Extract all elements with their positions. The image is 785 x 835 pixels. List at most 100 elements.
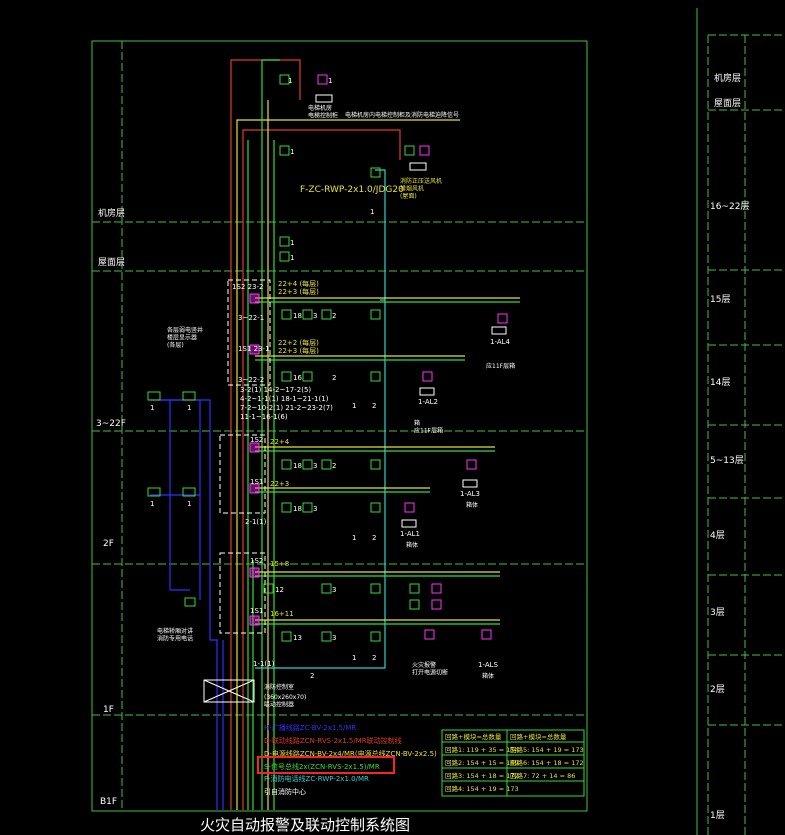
table-header: 回路+模块=总数量 [510,732,567,741]
device-count: 1 [370,208,374,216]
riser-label: 1S1 [250,478,263,486]
device-count: 1 [352,654,356,662]
count-label: 22+3 (每层) [278,346,319,355]
control-center-sub: (360x260x70)联动控制器 [264,694,306,709]
floor-label: 2F [103,539,114,549]
device-count: 18 [293,462,302,470]
panel-label: 1-AL4 [490,338,511,346]
pressurization-note: 电梯机房内电梯控制柜及消防电梯迫降信号 [345,111,459,119]
control-center-label: 消防控制室 [264,683,294,691]
floor-label: 4层 [710,530,725,541]
device-count: 2 [332,312,336,320]
highlight-box [257,756,395,774]
count-label: 22+2 (每层) [278,338,319,347]
panel-label: 1-AL3 [460,490,480,498]
floor-label: 3层 [710,607,725,618]
trunk-cables [150,59,460,810]
floor-labels-right: 机房层 屋面层 16~22层 15层 14层 5~13层 4层 3层 2层 1层 [710,72,749,821]
device-count: 2 [372,534,376,542]
panel-label: 1-AL2 [418,398,438,406]
floor-label: 2层 [710,684,725,695]
legend-line: H-广播线路ZC-BV-2x1.5/MR [264,723,356,732]
roof-equipment-label: 电梯机房电梯控制柜 [308,104,338,120]
device-count: 1 [328,77,332,85]
legend-line: D-电源线路ZCN-BV-2x4/MR(电源总线ZCN-BV-2x2.5) [264,749,437,758]
table-cell: 回路5: 154 + 19 = 173 [510,745,584,754]
count-label: 22+4 [270,438,290,446]
table-cell: 回路3: 154 + 18 = 172 [445,771,519,780]
device-count: 1 [187,500,191,508]
device-count: 12 [275,586,284,594]
legend-line: D-联动线路ZCN-RVS-2x1.5/MR联动控制线 [264,736,402,745]
device-count: 2 [332,374,336,382]
device-count: 1 [150,500,154,508]
riser-label: 1S1 23-1 [238,345,269,353]
riser-label: 1S2 [250,436,263,444]
drawing-frame [91,8,785,835]
floor-label: B1F [100,797,117,807]
panel-label: 箱应11F层箱 [414,419,443,435]
loop-label: 2-1(1) [245,518,267,526]
device-symbols [147,74,508,642]
floor-label: 屋面层 [714,98,741,109]
floor-label: 1F [103,705,114,715]
device-count: 1 [290,239,294,247]
count-label: 16+11 [270,610,294,618]
legend-line: S-信号总线2x(ZCN-RVS-2x1.5)/MR [264,762,380,771]
loop-label: 3~22-2 [238,376,264,384]
device-count: 3 [332,586,336,594]
loop-label: 3~22-1 [238,314,264,322]
cable-legend: H-广播线路ZC-BV-2x1.5/MR D-联动线路ZCN-RVS-2x1.5… [257,723,437,796]
device-count: 13 [293,634,302,642]
device-count: 16 [293,374,302,382]
device-count: 2 [372,402,376,410]
panel-label: 箱体 [466,501,478,509]
loop-assignment: 4-2~1-1(1) 18-1~21-1(1) [240,395,329,403]
riser-label: 1S1 [250,607,263,615]
floor-label: 5~13层 [710,455,744,466]
floor-label: 1层 [710,810,725,821]
device-count: 3 [313,462,317,470]
table-cell: 回路4: 154 + 19 = 173 [445,784,519,793]
loop-label: 1-1(1) [253,660,275,668]
panel-label: 1-ALS [478,661,499,669]
device-count: 1 [352,402,356,410]
loop-assignment: 3-2(1) 14-2~17-2(5) [240,386,311,394]
floor-label: 14层 [710,377,730,388]
count-label: 15+8 [270,560,289,568]
count-label: 22+3 [270,480,289,488]
floor-label: 16~22层 [710,201,749,212]
device-count: 2 [310,672,314,680]
loop-assignment: 7-2~10-2(1) 21-2~23-2(7) [240,404,333,412]
panel-label: 1-AL1 [400,530,420,538]
device-count: 1 [150,404,154,412]
summary-table: 回路+模块=总数量 回路+模块=总数量 回路1: 119 + 35 = 154 … [441,729,585,797]
device-count: 2 [372,654,376,662]
riser-label: 1S2 [250,557,263,565]
elevator-note: 电梯轿厢对讲消防专用电话 [157,627,193,643]
shaft-note: 各层弱电竖井楼层显示器(各层) [167,326,203,349]
table-cell: 回路7: 72 + 14 = 86 [510,771,575,780]
loop-assignment: 11-1~16-1(6) [240,413,288,421]
floor-label: 屋面层 [98,257,125,268]
device-count: 18 [293,505,302,513]
table-cell: 回路1: 119 + 35 = 154 [445,745,519,754]
device-count: 2 [332,462,336,470]
table-cell: 回路6: 154 + 18 = 172 [510,758,584,767]
device-count: 3 [313,505,317,513]
main-cable-label: F-ZC-RWP-2x1.0/JDG20 [300,185,404,195]
floor-label: 3~22F [96,419,126,429]
floor-label: 机房层 [714,72,741,84]
device-count: 3 [313,312,317,320]
device-count: 1 [187,404,191,412]
table-header: 回路+模块=总数量 [445,732,502,741]
table-cell: 回路2: 154 + 15 = 169 [445,758,519,767]
panel-label: 箱体 [406,541,418,549]
diagram-title: 火灾自动报警及联动控制系统图 [200,816,410,834]
panel-label: 箱体 [482,672,494,680]
device-count: 18 [293,312,302,320]
fan-label: 消防正压送风机排烟风机(屋面) [400,177,442,200]
floor-label: 15层 [710,294,730,305]
floor-labels-left: 机房层 屋面层 3~22F 2F 1F B1F [96,207,126,807]
